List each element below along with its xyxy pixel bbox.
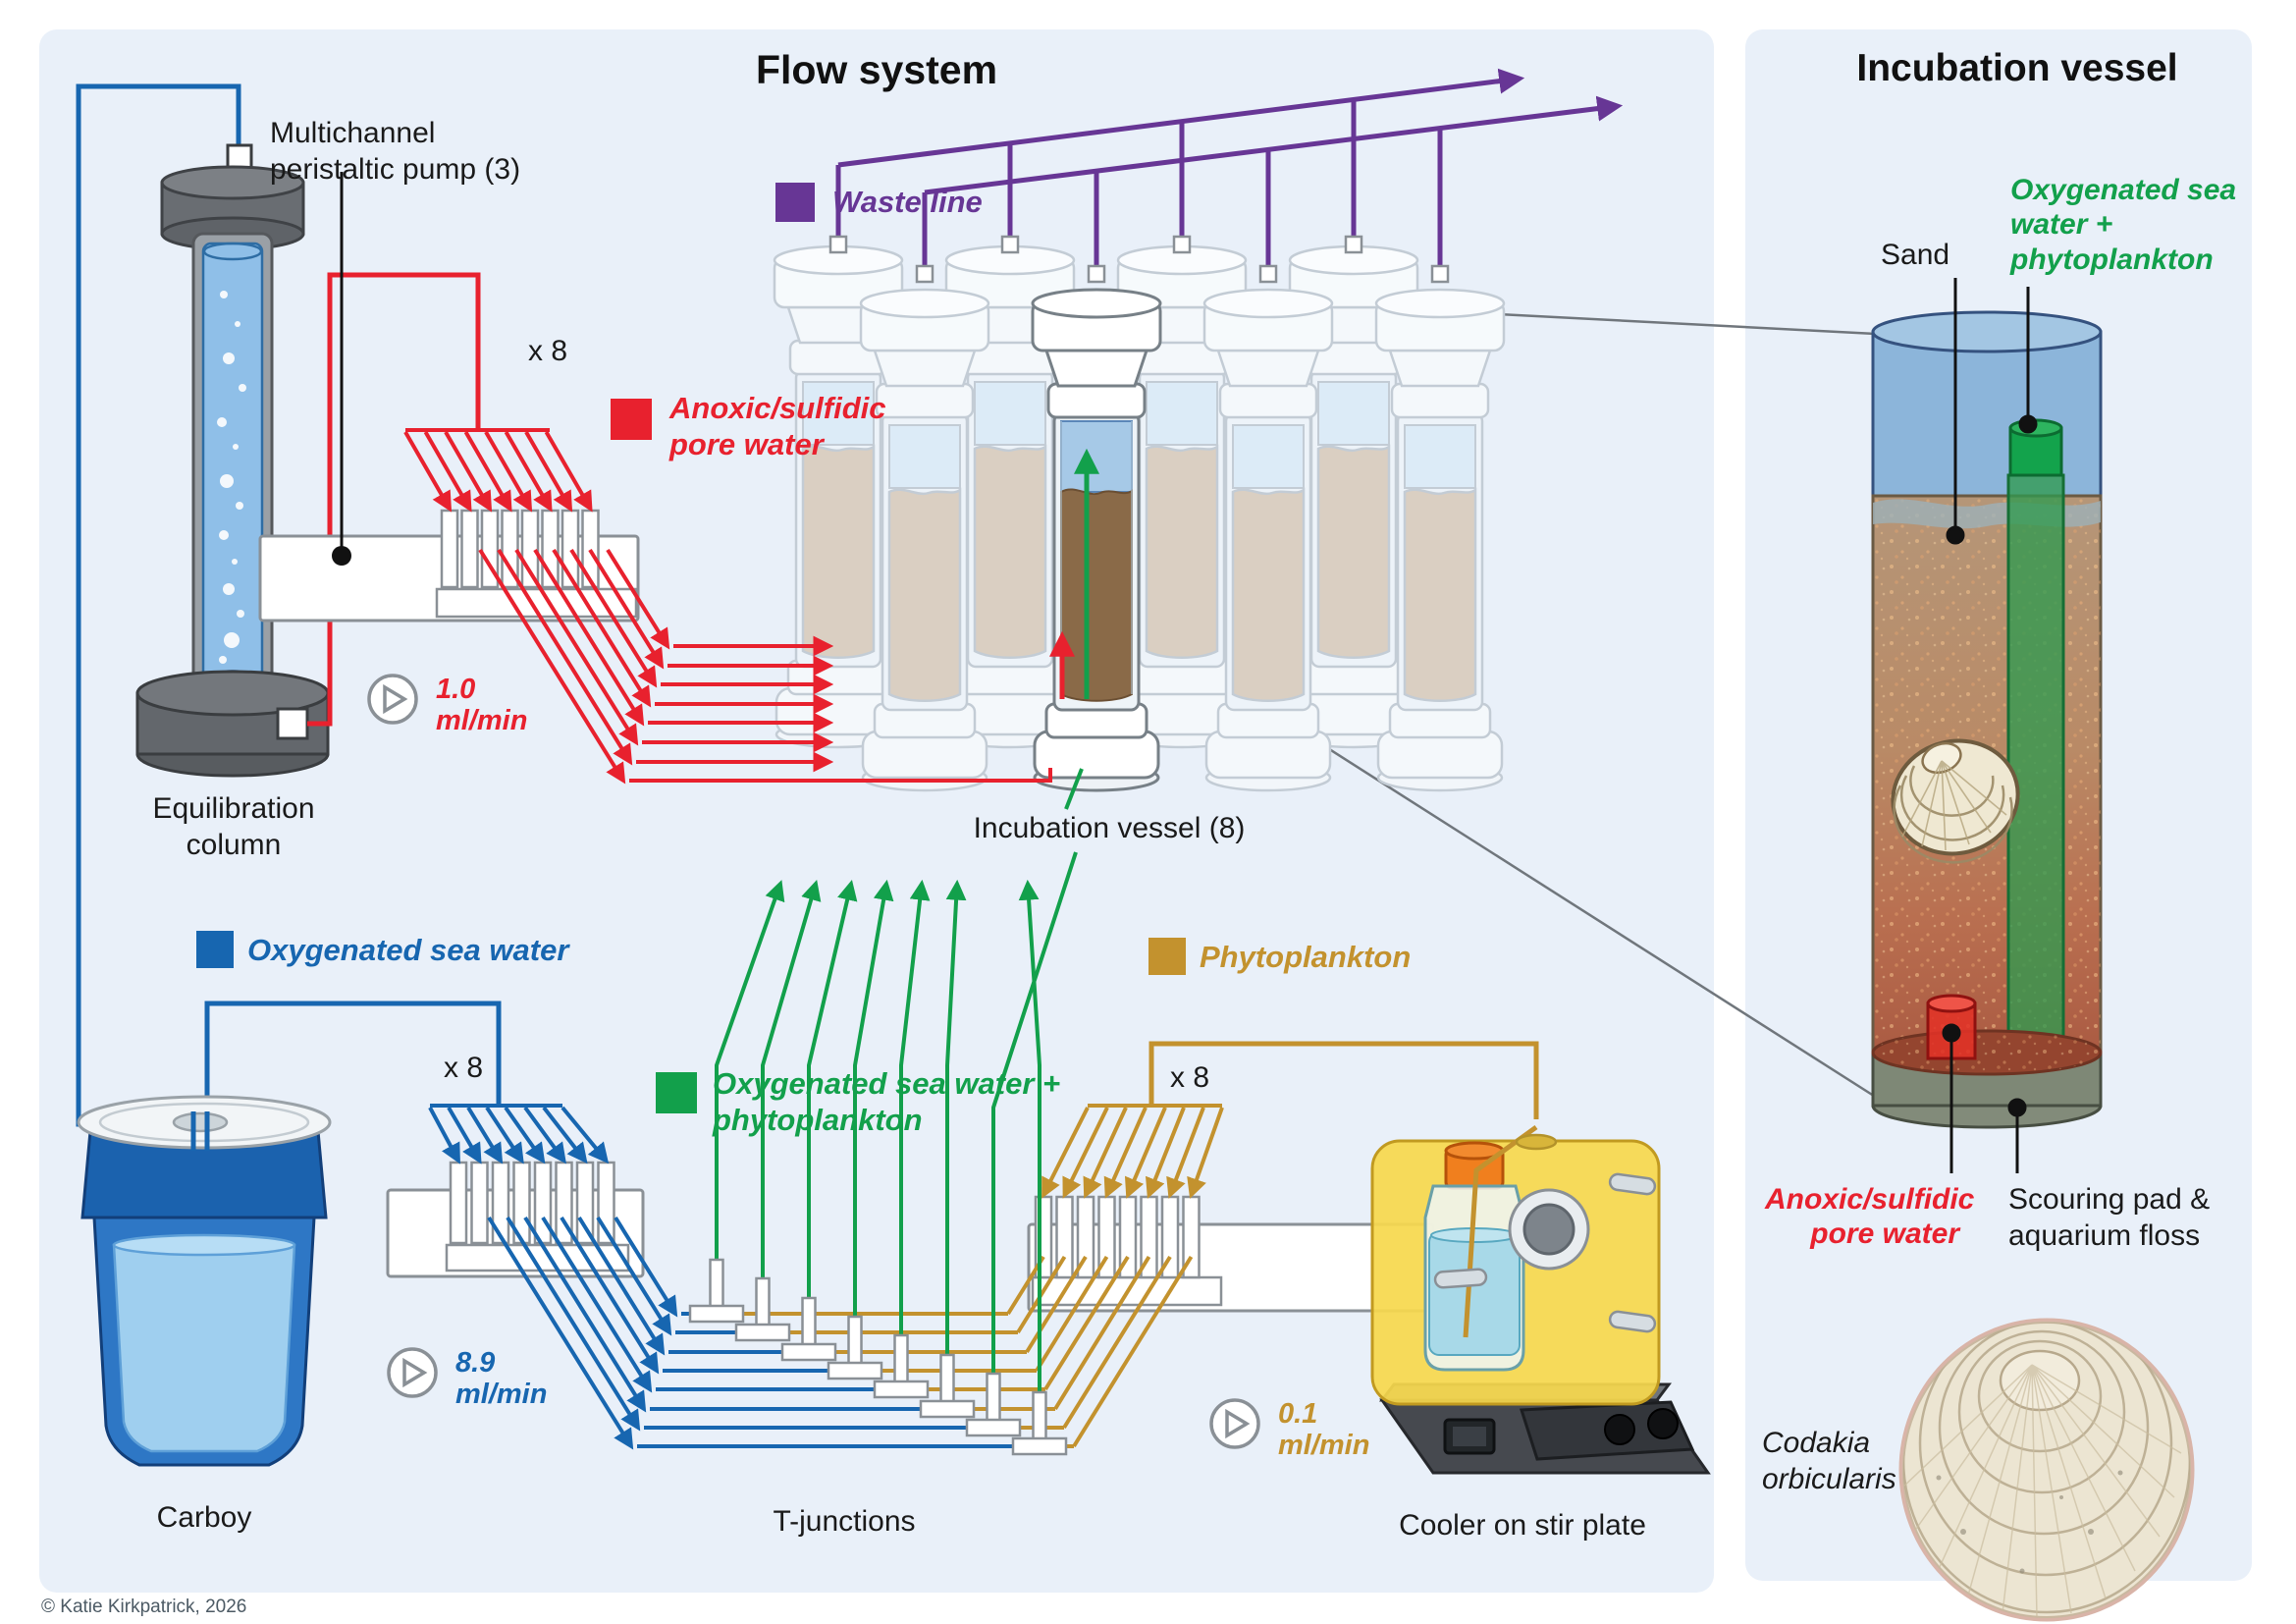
pump-icon-phytoplankton bbox=[1209, 1398, 1260, 1449]
copyright: © Katie Kirkpatrick, 2026 bbox=[41, 1597, 247, 1617]
cooler-handles bbox=[1433, 1172, 1657, 1333]
pointer-lines bbox=[1942, 278, 2038, 1173]
incubation-vessel-count-label: Incubation vessel (8) bbox=[973, 812, 1246, 844]
t-junctions bbox=[688, 1258, 1068, 1456]
t-junctions-label: T-junctions bbox=[773, 1505, 916, 1538]
mix-legend-swatch bbox=[656, 1072, 697, 1113]
flow-rate-icons bbox=[367, 674, 1260, 1449]
scouring-pad-label: Scouring pad & aquarium floss bbox=[2008, 1183, 2211, 1252]
flow-rate-anoxic-unit: ml/min bbox=[436, 705, 528, 737]
seawater-legend-label: Oxygenated sea water bbox=[247, 933, 569, 967]
seawater-circuit bbox=[386, 1104, 1017, 1450]
mix-legend-label: Oxygenated sea water + phytoplankton bbox=[713, 1066, 1061, 1137]
vessel-water bbox=[1871, 330, 2103, 508]
equilibration-column-label: Equilibration column bbox=[152, 792, 315, 861]
codakia-shell-photo bbox=[1898, 1318, 2195, 1622]
x8-seawater-label: x 8 bbox=[444, 1052, 484, 1084]
anoxic-porewater-circuit bbox=[258, 172, 1052, 785]
flow-rate-phytoplankton-value: 0.1 bbox=[1278, 1398, 1318, 1430]
flow-rate-seawater: 8.9 ml/min bbox=[455, 1347, 547, 1411]
pump-icon-seawater bbox=[387, 1347, 438, 1398]
flow-rate-phytoplankton: 0.1 ml/min bbox=[1278, 1398, 1369, 1462]
incubation-vessel-array bbox=[773, 244, 1506, 792]
pump-label-pointer-dot bbox=[332, 546, 351, 566]
cooler-on-stir-plate bbox=[1370, 1124, 1711, 1475]
flow-rate-seawater-unit: ml/min bbox=[455, 1379, 548, 1411]
flow-rate-seawater-value: 8.9 bbox=[455, 1347, 496, 1379]
carboy bbox=[77, 1095, 332, 1467]
carboy-label: Carboy bbox=[156, 1501, 252, 1534]
equilibration-column bbox=[76, 83, 502, 1151]
flow-rate-phytoplankton-unit: ml/min bbox=[1278, 1430, 1370, 1462]
species-label: Codakia orbicularis bbox=[1762, 1427, 1896, 1495]
anoxic-legend-swatch bbox=[611, 399, 652, 440]
bubbles bbox=[217, 291, 246, 664]
incubation-vessel-detail bbox=[1871, 278, 2103, 1173]
phytoplankton-legend-label: Phytoplankton bbox=[1200, 940, 1412, 974]
x8-anoxic-label: x 8 bbox=[528, 335, 568, 367]
phytoplankton-legend-swatch bbox=[1148, 938, 1186, 975]
waste-line-network bbox=[828, 68, 1624, 284]
multichannel-pump-label: Multichannel peristaltic pump (3) bbox=[270, 117, 521, 186]
bottle-liquid bbox=[1428, 1231, 1521, 1356]
pump-icon-anoxic bbox=[367, 674, 418, 725]
anoxic-legend-label: Anoxic/sulfidic pore water bbox=[669, 391, 886, 461]
flow-rate-anoxic-value: 1.0 bbox=[436, 674, 476, 705]
buried-clam bbox=[1891, 738, 2020, 864]
seawater-delivery-tube bbox=[2006, 473, 2065, 1060]
flow-system-title: Flow system bbox=[755, 47, 998, 92]
highlighted-incubation-vessel bbox=[1031, 288, 1162, 792]
mix-inflow-label: Oxygenated sea water + phytoplankton bbox=[2010, 174, 2237, 276]
x8-phytoplankton-label: x 8 bbox=[1170, 1061, 1210, 1094]
sand-label: Sand bbox=[1881, 239, 1950, 271]
flow-rate-anoxic: 1.0 ml/min bbox=[436, 674, 527, 737]
waste-line-legend-swatch bbox=[775, 183, 815, 222]
incubation-vessel-title: Incubation vessel bbox=[1856, 47, 2178, 89]
stir-plate-knob bbox=[1647, 1408, 1679, 1439]
mix-lines bbox=[715, 768, 1084, 1392]
anoxic-inflow-label: Anoxic/sulfidic pore water bbox=[1765, 1183, 1975, 1251]
stir-plate-knob bbox=[1604, 1414, 1635, 1445]
waste-line-legend-label: Waste line bbox=[832, 185, 983, 219]
seawater-legend-swatch bbox=[196, 931, 234, 968]
cooler-label: Cooler on stir plate bbox=[1399, 1509, 1646, 1542]
